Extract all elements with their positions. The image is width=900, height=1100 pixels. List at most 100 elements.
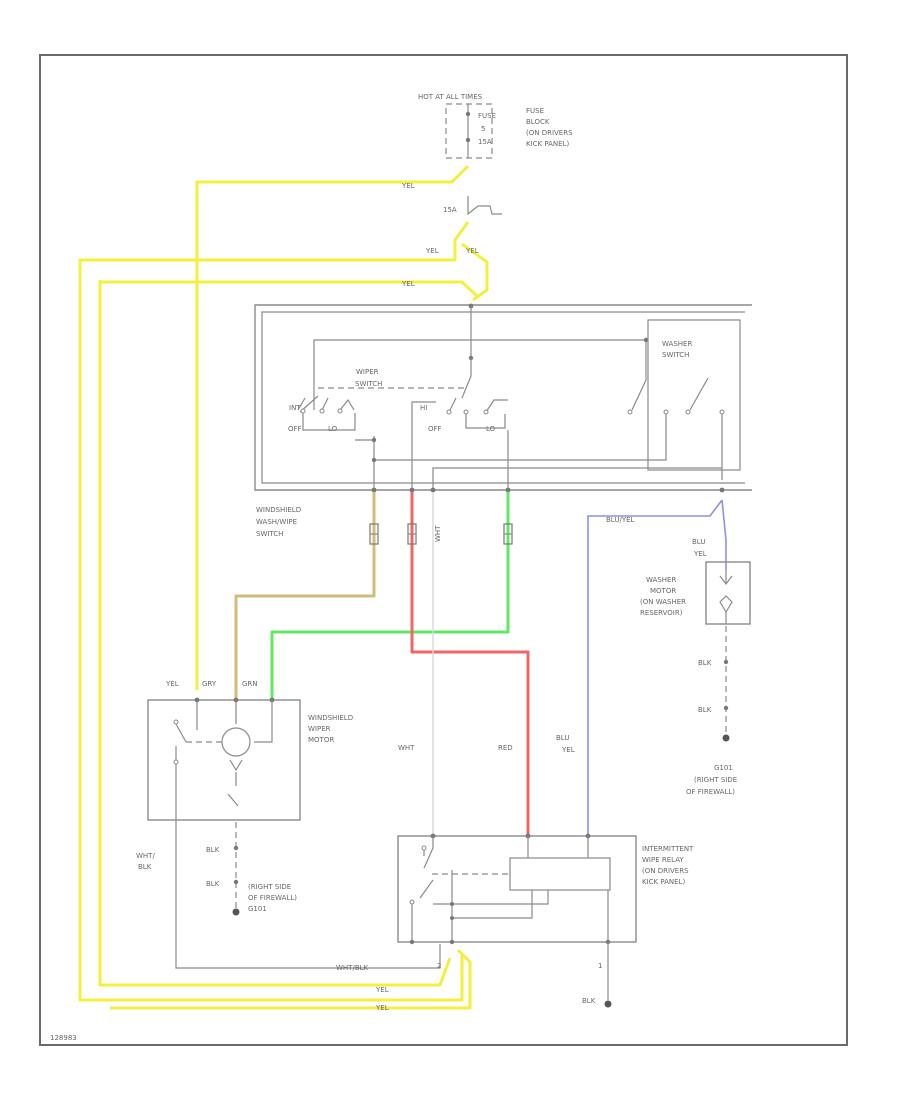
motor-armature	[221, 727, 251, 757]
wire-label-wht-top: WHT	[434, 525, 442, 542]
switch-out-pin-1	[371, 487, 377, 493]
switch-name-2: WASH/WIPE	[256, 518, 297, 526]
circuit-breaker: 15A	[443, 196, 502, 216]
wiper-contact-right	[448, 358, 508, 413]
switch-housing	[254, 304, 752, 491]
relay-label-1: INTERMITTENT	[642, 845, 694, 853]
wiper-motor-box	[147, 699, 301, 821]
breaker-rating: 15A	[443, 206, 457, 214]
yel-wire-breaker-out-1	[78, 221, 470, 1002]
ground-g101-loc-2: OF FIREWALL)	[686, 788, 735, 796]
fuse-block-name-1: FUSE	[526, 107, 544, 115]
wiper-contact-left	[297, 388, 355, 413]
washer-node-4	[719, 409, 725, 415]
relay-node-2	[450, 916, 454, 920]
switch-internal-wiring	[355, 430, 722, 490]
motor-wire-label-blk-2: BLK	[206, 880, 220, 888]
wiper-left-bracket	[302, 413, 356, 431]
washer-node-2	[663, 409, 669, 415]
fuse-terminal-bottom	[465, 137, 471, 143]
washer-switch-label-1: WASHER	[662, 340, 692, 348]
wiper-motor-label-2: WIPER	[308, 725, 331, 733]
switch-bus-line	[313, 339, 647, 388]
contact-node-1	[300, 408, 306, 414]
relay-ground-point	[604, 1000, 612, 1008]
motor-park-switch	[227, 759, 243, 807]
motor-contact-2	[173, 759, 179, 765]
washer-motor-label-4: RESERVOIR)	[640, 609, 683, 617]
signal-wires: WHT BLU/YEL WHT RED BLU YEL	[234, 492, 727, 836]
relay-pin-number-2: 2	[437, 962, 441, 970]
washer-motor-label-3: (ON WASHER	[640, 598, 686, 606]
washer-wire-label-blu: BLU	[692, 538, 705, 546]
ground-left-label: G101	[248, 905, 267, 913]
motor-wire-label-grn: GRN	[242, 680, 258, 688]
ground-point-g101-right	[722, 734, 730, 742]
wiper-motor-label-1: WINDSHIELD	[308, 714, 353, 722]
ground-left-loc-2: OF FIREWALL)	[248, 894, 297, 902]
washer-motor-label-2: MOTOR	[650, 587, 676, 595]
relay-contact-1	[421, 845, 427, 851]
diagram-frame	[39, 54, 848, 1046]
motor-wire-label-wht-blk-1: WHT/	[136, 852, 155, 860]
motor-internal-wiring	[175, 700, 273, 820]
wire-label-yel-3: YEL	[465, 247, 479, 255]
ground-point-g101-left	[232, 908, 240, 916]
switch-position-off-2: OFF	[428, 425, 442, 433]
wash-wipe-switch: WASHER SWITCH INT OFF LO WIPER SWITCH HI…	[254, 303, 752, 538]
motor-wire-label-blk-1: BLK	[206, 846, 220, 854]
ground-left-loc-1: (RIGHT SIDE	[248, 883, 291, 891]
washer-node-3	[685, 409, 691, 415]
contact-node-2	[319, 408, 325, 414]
switch-out-pin-4	[505, 487, 511, 493]
blu-yel-wire	[587, 499, 727, 836]
wire-label-red: RED	[498, 744, 513, 752]
washer-motor: BLU YEL WASHER MOTOR (ON WASHER RESERVOI…	[640, 538, 751, 796]
breaker-symbol	[467, 196, 502, 216]
switch-name-3: SWITCH	[256, 530, 283, 538]
relay-pin-bottom-1	[409, 939, 415, 945]
relay-contact-2	[409, 899, 415, 905]
yel-wire-breaker-out-2	[461, 242, 489, 302]
washer-motor-symbol	[719, 570, 733, 624]
washer-contacts	[374, 377, 723, 480]
yel-wire-relay-feed	[98, 280, 452, 987]
wiper-motor-label-3: MOTOR	[308, 736, 334, 744]
relay-timer-module	[509, 857, 611, 891]
yel-wire-motor-feed	[195, 164, 470, 690]
intermittent-relay: INTERMITTENT WIPE RELAY (ON DRIVERS KICK…	[397, 833, 694, 1008]
washer-ground-node-1	[723, 659, 729, 665]
wire-label-yel-1: YEL	[401, 182, 415, 190]
power-source-label: HOT AT ALL TIMES	[418, 93, 483, 101]
wire-label-wht: WHT	[398, 744, 415, 752]
switch-position-lo-2: LO	[486, 425, 496, 433]
wire-label-blu-yel-top: BLU/YEL	[606, 516, 635, 524]
grn-wire	[270, 492, 510, 700]
switch-junction-2	[371, 457, 377, 463]
switch-junction-1	[371, 437, 377, 443]
motor-wire-label-gry: GRY	[202, 680, 217, 688]
fuse-terminal-top	[465, 111, 471, 117]
wire-label-yel-4: YEL	[401, 280, 415, 288]
wire-label-yel-2: YEL	[425, 247, 439, 255]
switch-out-pin-3	[430, 487, 436, 493]
relay-wire-label-blk: BLK	[582, 997, 596, 1005]
washer-wire-label-blk-2: BLK	[698, 706, 712, 714]
washer-motor-box	[705, 561, 751, 625]
switch-out-pin-5	[719, 487, 725, 493]
ground-g101-label: G101	[714, 764, 733, 772]
switch-inner-housing	[261, 311, 745, 484]
fuse-block-name-4: KICK PANEL)	[526, 140, 569, 148]
fuse-block-name-2: BLOCK	[526, 118, 550, 126]
fuse-rating: 15A	[478, 138, 492, 146]
switch-bus-node-2	[643, 337, 649, 343]
fuse-block: HOT AT ALL TIMES FUSE 5 15A FUSE BLOCK (…	[418, 93, 573, 159]
wire-label-yel-short: YEL	[561, 746, 575, 754]
contact-node-5	[463, 409, 469, 415]
fuse-block-outline	[445, 103, 493, 159]
fuse-block-name-3: (ON DRIVERS	[526, 129, 573, 137]
switch-position-int: INT	[289, 404, 301, 412]
washer-wire-label-yel: YEL	[693, 550, 707, 558]
switch-name-1: WINDSHIELD	[256, 506, 301, 514]
